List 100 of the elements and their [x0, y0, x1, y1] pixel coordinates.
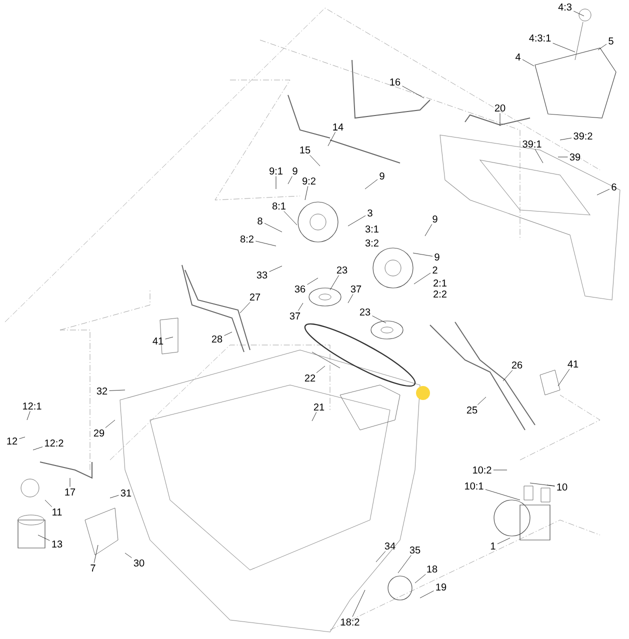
leader-line — [546, 484, 555, 486]
callout-number: 10:2 — [473, 466, 492, 474]
callout-number: 12:1 — [23, 402, 42, 410]
callout-number: 23 — [360, 308, 370, 316]
leader-line — [552, 42, 576, 52]
leader-line — [420, 590, 434, 598]
leader-line — [398, 555, 412, 574]
callout-number: 3 — [368, 209, 372, 217]
leader-line — [284, 211, 298, 226]
leader-line — [414, 574, 426, 584]
leader-line — [412, 252, 433, 256]
leader-line — [328, 132, 336, 146]
leader-line — [502, 370, 513, 382]
callout-number: 13 — [52, 540, 62, 548]
callout-number: 31 — [120, 489, 132, 497]
leader-line — [598, 44, 607, 50]
callout-number: 30 — [134, 559, 144, 567]
leader-line — [26, 411, 30, 420]
leader-line — [485, 489, 520, 500]
leader-line — [348, 294, 354, 304]
leader-line — [19, 436, 26, 439]
leader-line — [269, 266, 282, 272]
callout-number: 27 — [250, 294, 260, 300]
leader-line — [424, 224, 432, 236]
leader-line — [316, 366, 326, 373]
callout-number: 6 — [612, 183, 616, 191]
callout-number: 10:1 — [465, 482, 484, 490]
callout-number: 12:2 — [45, 440, 64, 446]
leader-line — [330, 275, 340, 290]
leader-line — [364, 179, 378, 190]
callout-number: 37 — [290, 312, 300, 320]
leader-line — [38, 534, 50, 541]
leader-line — [264, 223, 282, 232]
callout-number: 9 — [432, 215, 438, 223]
callout-number: 3:1 — [365, 225, 378, 233]
callout-number: 9 — [434, 253, 440, 261]
callout-number: 35 — [410, 546, 420, 554]
callout-number: 8:2 — [240, 235, 254, 243]
callout-number: 20 — [494, 104, 506, 112]
callout-number: 4:3 — [558, 3, 572, 11]
leader-line — [310, 155, 320, 166]
leader-line — [596, 188, 610, 196]
leader-line — [376, 551, 386, 562]
callout-number: 5 — [608, 38, 614, 44]
callout-number: 18:2 — [341, 618, 360, 626]
leader-line — [307, 278, 318, 285]
callout-number: 21 — [314, 404, 324, 410]
callout-number: 15 — [300, 146, 310, 154]
leader-line — [44, 500, 52, 508]
leader-line — [558, 368, 570, 386]
callout-number: 23 — [336, 266, 348, 274]
callout-number: 18 — [427, 565, 438, 573]
callout-number: 8:1 — [272, 202, 286, 210]
leader-line — [298, 302, 304, 311]
callout-number: 32 — [96, 387, 108, 395]
callout-number: 14 — [333, 124, 344, 130]
callout-number: 19 — [436, 583, 446, 591]
callout-number: 39 — [570, 153, 580, 161]
leader-line — [414, 272, 431, 284]
leader-line — [560, 138, 572, 140]
callout-number: 11 — [52, 508, 62, 516]
callout-number: 34 — [384, 542, 396, 550]
callout-number: 9:1 — [270, 167, 282, 175]
leader-line — [124, 552, 132, 558]
leader-line — [497, 538, 510, 544]
callout-number: 16 — [390, 78, 400, 86]
callout-number: 4:3:1 — [529, 34, 551, 42]
callout-number: 10 — [557, 483, 568, 491]
callout-number: 8 — [258, 217, 262, 225]
leader-line — [573, 10, 584, 16]
callout-number: 41 — [152, 338, 164, 344]
callout-number: 2:1 — [434, 280, 446, 286]
callout-number: 29 — [94, 429, 104, 437]
callout-number: 9:2 — [302, 177, 316, 185]
callout-number: 41 — [568, 360, 578, 368]
callout-number: 4 — [515, 54, 520, 60]
callout-number: 37 — [350, 285, 362, 293]
callout-number: 17 — [65, 488, 76, 496]
leader-line — [240, 302, 250, 314]
callout-number: 28 — [212, 335, 222, 343]
callout-number: 22 — [304, 374, 316, 382]
leader-line — [110, 495, 119, 498]
leader-line — [109, 390, 126, 391]
callout-number: 7 — [90, 564, 96, 572]
callout-number: 1 — [491, 542, 496, 550]
callout-number: 3:2 — [365, 239, 378, 247]
leader-line — [304, 186, 308, 200]
callout-number: 39:1 — [522, 140, 542, 148]
leader-line — [288, 176, 292, 184]
leader-line — [530, 482, 555, 486]
leader-line — [32, 446, 43, 450]
callout-number: 39:2 — [574, 132, 592, 140]
leader-line — [402, 86, 424, 98]
leader-line — [255, 240, 276, 246]
callout-number: 2:2 — [434, 290, 446, 298]
leader-line — [105, 420, 116, 428]
leader-line — [224, 332, 232, 336]
leader-line — [477, 396, 486, 405]
callout-number: 2 — [432, 266, 438, 274]
callout-number: 25 — [466, 406, 478, 414]
